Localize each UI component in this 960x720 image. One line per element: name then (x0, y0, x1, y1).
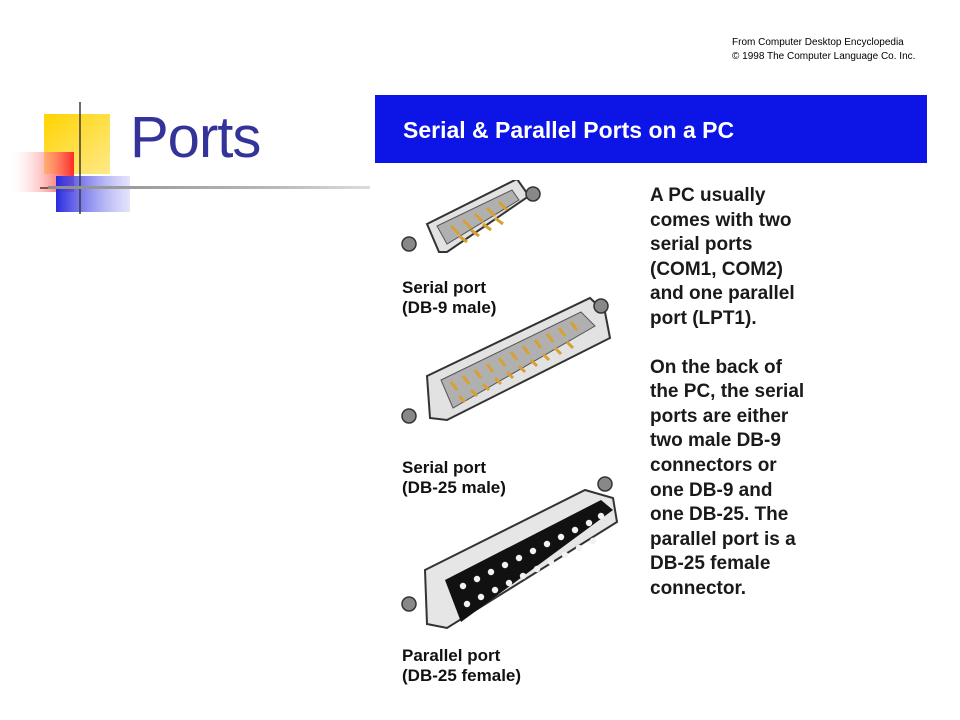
text-line: A PC usually (650, 185, 766, 206)
text-line: one DB-25. The (650, 504, 789, 526)
caption-line: Parallel port (402, 646, 501, 665)
source-credit: From Computer Desktop Encyclopedia © 199… (732, 36, 952, 64)
caption-parallel-db25: Parallel port (DB-25 female) (402, 646, 521, 686)
decorative-corner-squares (12, 102, 130, 214)
caption-line: (DB-9 male) (402, 298, 497, 317)
db25-male-connector-icon (401, 296, 612, 424)
connector-illustrations (401, 180, 619, 630)
text-line: connector. (650, 577, 747, 599)
text-line: DB-25 female (650, 553, 771, 575)
title-underline (48, 186, 370, 189)
text-line: On the back of (650, 356, 782, 378)
db9-male-connector-icon (401, 180, 541, 253)
credit-line-2: © 1998 The Computer Language Co. Inc. (732, 51, 916, 62)
slide-title: Ports (130, 105, 261, 170)
caption-serial-db9: Serial port (DB-9 male) (402, 278, 496, 318)
text-line: parallel port is a (650, 528, 796, 550)
text-line: port (LPT1). (650, 307, 757, 329)
caption-line: (DB-25 female) (402, 666, 522, 685)
text-line: connectors or (650, 454, 777, 476)
text-line: ports are either (650, 405, 789, 427)
text-line: comes with two (650, 209, 792, 231)
text-line: the PC, the serial (650, 381, 805, 403)
caption-line: Serial port (402, 278, 487, 297)
db25-female-connector-icon (401, 476, 619, 630)
text-line: and one parallel (650, 283, 795, 305)
text-line: one DB-9 and (650, 479, 773, 501)
description-text: A PC usually comes with two serial ports… (650, 184, 890, 626)
text-line: (COM1, COM2) (650, 258, 783, 280)
caption-line: Serial port (402, 458, 487, 477)
credit-line-1: From Computer Desktop Encyclopedia (732, 37, 904, 48)
text-line: two male DB-9 (650, 430, 781, 452)
figure-banner: Serial & Parallel Ports on a PC (375, 95, 927, 163)
paragraph-2: On the back of the PC, the serial ports … (650, 356, 890, 602)
caption-serial-db25: Serial port (DB-25 male) (402, 458, 506, 498)
figure-banner-title: Serial & Parallel Ports on a PC (403, 117, 735, 143)
text-line: serial ports (650, 234, 753, 256)
paragraph-1: A PC usually comes with two serial ports… (650, 184, 890, 332)
caption-line: (DB-25 male) (402, 478, 506, 497)
